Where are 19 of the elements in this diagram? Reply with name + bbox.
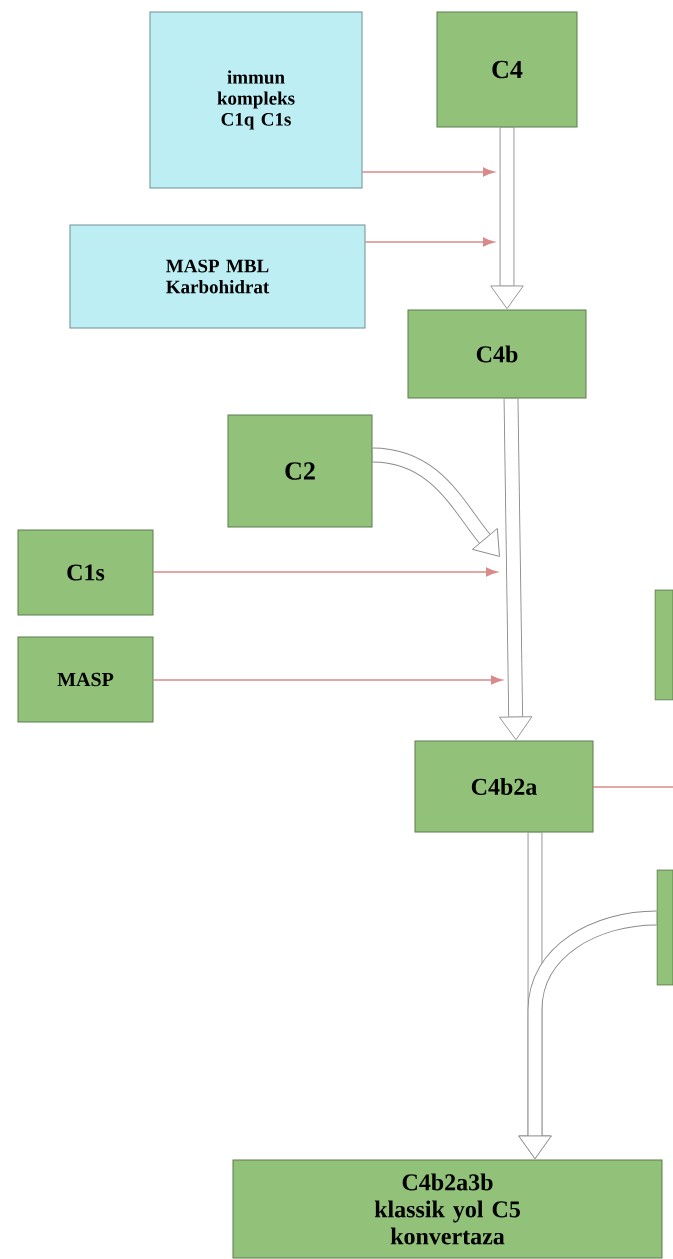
process-box: C4 — [436, 11, 578, 128]
process-box: MASP MBL Karbohidrat — [69, 224, 366, 329]
arrow — [518, 910, 657, 1160]
process-box: C4b2a3b klassik yol C5 konvertaza — [232, 1159, 663, 1259]
arrow — [499, 398, 533, 741]
process-box: C4b2a — [414, 740, 594, 833]
arrow — [490, 127, 524, 310]
empty-box — [656, 869, 673, 986]
process-box: C1s — [17, 529, 154, 616]
process-box: C2 — [227, 414, 373, 528]
arrow — [364, 237, 495, 247]
process-box: MASP — [17, 636, 154, 723]
empty-box — [654, 589, 673, 701]
arrow — [152, 675, 503, 685]
process-box: immun kompleks C1q C1s — [149, 11, 363, 189]
arrow — [152, 567, 498, 577]
arrow — [361, 167, 495, 177]
process-box: C4b — [407, 309, 587, 399]
arrow — [372, 447, 500, 557]
